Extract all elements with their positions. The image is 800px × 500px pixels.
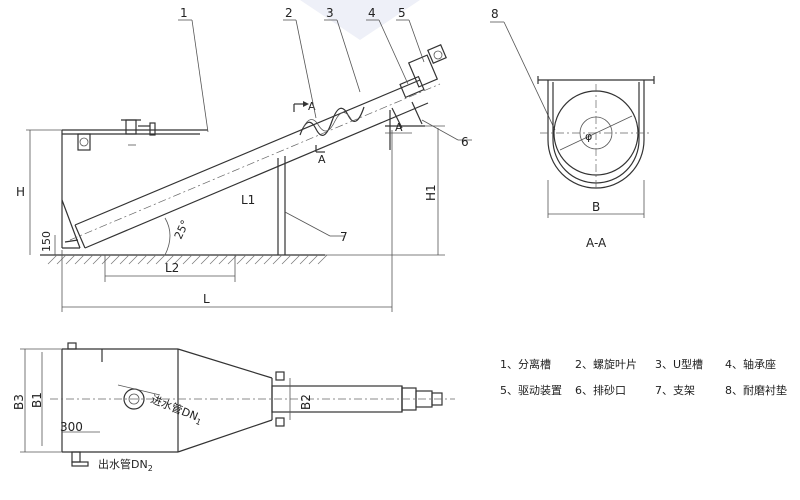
drive-unit — [399, 44, 447, 99]
dimension-lines-plan — [20, 348, 291, 453]
callout-2: 2 — [285, 6, 293, 20]
dim-150: 150 — [40, 231, 53, 252]
section-mark-a-top: A — [308, 100, 316, 113]
dim-b3: B3 — [12, 394, 26, 410]
callout-1: 1 — [180, 6, 188, 20]
section-mark-a-bottom: A — [318, 153, 326, 166]
section-dim-phi: φ — [585, 130, 592, 143]
callout-8: 8 — [491, 7, 499, 21]
section-label: A-A — [586, 236, 607, 250]
screw-flights — [299, 106, 365, 136]
separation-tank — [61, 119, 208, 249]
legend-item-5: 5、驱动装置 — [500, 384, 562, 397]
section-a-a: φ B A-A — [537, 76, 655, 250]
dim-h1: H1 — [424, 184, 438, 201]
dim-b2: B2 — [299, 394, 313, 410]
support-frame — [277, 110, 391, 255]
dim-l2: L2 — [165, 261, 179, 275]
legend: 1、分离槽 2、螺旋叶片 3、U型槽 4、轴承座 5、驱动装置 6、排砂口 7、… — [500, 357, 787, 397]
dimension-lines-side — [26, 125, 445, 312]
callout-4: 4 — [368, 6, 376, 20]
legend-item-8: 8、耐磨衬垫 — [725, 383, 787, 397]
plan-view — [50, 342, 455, 467]
legend-item-6: 6、排砂口 — [575, 383, 626, 397]
legend-item-3: 3、U型槽 — [655, 357, 703, 371]
legend-item-4: 4、轴承座 — [725, 357, 776, 371]
legend-item-1: 1、分离槽 — [500, 357, 551, 371]
side-elevation: A A — [16, 44, 447, 312]
section-mark-top: A — [293, 100, 316, 113]
dim-a-outlet: A — [395, 121, 403, 134]
outlet-pipe-label: 出水管DN2 — [98, 457, 153, 473]
dim-h: H — [16, 185, 25, 199]
dim-b1: B1 — [30, 392, 44, 408]
dim-l: L — [203, 292, 210, 306]
background-shading — [300, 0, 420, 40]
dim-angle: 25° — [172, 218, 192, 241]
dim-l1: L1 — [241, 193, 255, 207]
section-dim-b: B — [592, 200, 600, 214]
legend-item-2: 2、螺旋叶片 — [575, 357, 637, 371]
callout-3: 3 — [326, 6, 334, 20]
legend-item-7: 7、支架 — [655, 384, 695, 397]
section-mark-bottom: A — [315, 145, 326, 166]
callout-7: 7 — [340, 230, 348, 244]
sand-outlet — [385, 101, 425, 129]
ground-hatching — [47, 254, 328, 265]
callouts: 1 2 3 4 5 6 7 8 — [178, 6, 556, 244]
callout-6: 6 — [461, 135, 469, 149]
callout-5: 5 — [398, 6, 406, 20]
dim-300: 300 — [60, 420, 83, 434]
inlet-pipe-label: 进水管DN1 — [148, 392, 205, 427]
u-trough — [69, 79, 441, 249]
